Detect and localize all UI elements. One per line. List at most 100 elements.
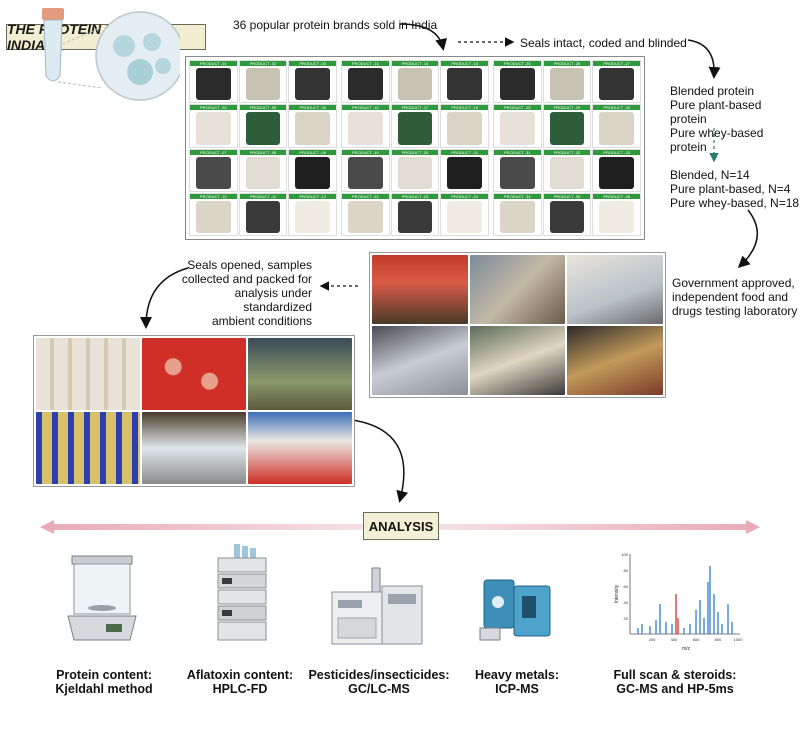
spectrum-ytick: 60 bbox=[624, 584, 629, 589]
product-cell: PRODUCT -06 bbox=[288, 104, 337, 148]
photo-yellow-rack bbox=[36, 412, 140, 484]
sample-photos bbox=[33, 335, 355, 487]
product-label: PRODUCT -26 bbox=[543, 61, 591, 66]
photo-beakers bbox=[142, 412, 246, 484]
method-full-scan: Full scan & steroids:GC-MS and HP-5ms bbox=[613, 668, 737, 696]
photo-sample-tubes bbox=[36, 338, 140, 410]
product-label: PRODUCT -34 bbox=[494, 193, 541, 199]
opened-label: Seals opened, samples collected and pack… bbox=[181, 258, 312, 328]
product-cell: PRODUCT -14 bbox=[390, 60, 440, 104]
product-cell: PRODUCT -31 bbox=[493, 148, 542, 192]
product-cell: PRODUCT -35 bbox=[542, 192, 592, 236]
photo-red-caps bbox=[142, 338, 246, 410]
product-label: PRODUCT -02 bbox=[239, 61, 287, 66]
method-pesticides: Pesticides/insecticides:GC/LC-MS bbox=[308, 668, 450, 696]
icpms-icon bbox=[479, 579, 551, 641]
product-label: PRODUCT -17 bbox=[391, 105, 439, 111]
product-cell: PRODUCT -02 bbox=[238, 60, 288, 104]
product-cell: PRODUCT -09 bbox=[288, 148, 337, 192]
product-cell: PRODUCT -24 bbox=[440, 192, 489, 236]
product-jar bbox=[245, 156, 281, 189]
product-jar bbox=[447, 68, 482, 101]
arrow-to-categories bbox=[687, 39, 721, 79]
photo-scoop bbox=[372, 326, 468, 395]
photo-analyst bbox=[469, 255, 566, 324]
particle bbox=[127, 59, 153, 85]
spectrum-xlabel: m/z bbox=[682, 646, 691, 652]
product-jar bbox=[447, 200, 482, 233]
product-label: PRODUCT -05 bbox=[239, 105, 287, 111]
product-label: PRODUCT -22 bbox=[342, 193, 389, 199]
product-jar bbox=[245, 200, 281, 233]
product-cell: PRODUCT -17 bbox=[390, 104, 440, 148]
product-jar bbox=[549, 68, 585, 101]
product-cell: PRODUCT -34 bbox=[493, 192, 542, 236]
product-jar bbox=[599, 156, 634, 189]
product-label: PRODUCT -11 bbox=[239, 193, 287, 199]
product-jar bbox=[196, 112, 231, 145]
balance-icon bbox=[67, 555, 137, 641]
product-jar bbox=[397, 156, 433, 189]
product-cell: PRODUCT -07 bbox=[189, 148, 238, 192]
product-jar bbox=[599, 112, 634, 145]
product-jar bbox=[295, 68, 330, 101]
count-whey: Pure whey-based, N=18 bbox=[670, 196, 800, 210]
product-label: PRODUCT -13 bbox=[342, 61, 389, 66]
count-plant: Pure plant-based, N=4 bbox=[670, 182, 791, 196]
product-cell: PRODUCT -22 bbox=[341, 192, 390, 236]
product-label: PRODUCT -21 bbox=[441, 149, 488, 155]
product-jar bbox=[397, 112, 433, 145]
product-label: PRODUCT -24 bbox=[441, 193, 488, 199]
product-label: PRODUCT -28 bbox=[494, 105, 541, 111]
product-cell: PRODUCT -11 bbox=[238, 192, 288, 236]
product-cell: PRODUCT -30 bbox=[592, 104, 641, 148]
photo-pouch bbox=[567, 326, 663, 395]
lab-photos bbox=[369, 252, 666, 398]
product-label: PRODUCT -15 bbox=[441, 61, 488, 66]
product-cell: PRODUCT -26 bbox=[542, 60, 592, 104]
product-label: PRODUCT -04 bbox=[190, 105, 237, 111]
photo-jars bbox=[372, 255, 468, 324]
magnifier-circle bbox=[95, 11, 180, 101]
spectrum-ytick: 80 bbox=[624, 568, 629, 573]
arrow-brands-to-grid bbox=[399, 23, 448, 51]
product-label: PRODUCT -19 bbox=[342, 149, 389, 155]
product-jar bbox=[348, 68, 383, 101]
flow-arrows bbox=[140, 23, 759, 503]
arrow-to-lab bbox=[737, 209, 759, 269]
product-label: PRODUCT -30 bbox=[593, 105, 640, 111]
product-label: PRODUCT -29 bbox=[543, 105, 591, 111]
product-jar bbox=[549, 112, 585, 145]
spectrum-xtick: 800 bbox=[715, 637, 722, 642]
tube-cap bbox=[42, 8, 64, 20]
product-jar bbox=[500, 156, 535, 189]
spectrum-xtick: 400 bbox=[671, 637, 678, 642]
product-label: PRODUCT -09 bbox=[289, 149, 336, 155]
product-label: PRODUCT -20 bbox=[391, 149, 439, 155]
lab-illustration bbox=[42, 8, 180, 101]
product-cell: PRODUCT -27 bbox=[592, 60, 641, 104]
category-whey: Pure whey-based protein bbox=[670, 126, 764, 154]
product-jar bbox=[245, 68, 281, 101]
gcms-icon bbox=[331, 567, 423, 645]
product-jar bbox=[196, 156, 231, 189]
product-cell: PRODUCT -20 bbox=[390, 148, 440, 192]
method-heavy-metals: Heavy metals:ICP-MS bbox=[474, 668, 560, 696]
particle bbox=[155, 58, 171, 74]
spectrum-ytick: 40 bbox=[624, 600, 629, 605]
count-list: Blended, N=14 Pure plant-based, N=4 Pure… bbox=[670, 168, 799, 210]
product-jar bbox=[447, 112, 482, 145]
photo-sample-cup bbox=[469, 326, 566, 395]
product-label: PRODUCT -27 bbox=[593, 61, 640, 66]
product-cell: PRODUCT -28 bbox=[493, 104, 542, 148]
product-jar bbox=[599, 200, 634, 233]
arrow-to-samples bbox=[140, 267, 189, 329]
product-jar bbox=[397, 68, 433, 101]
product-label: PRODUCT -07 bbox=[190, 149, 237, 155]
product-label: PRODUCT -33 bbox=[593, 149, 640, 155]
spectrum-ytick: 20 bbox=[624, 616, 629, 621]
product-jar bbox=[245, 112, 281, 145]
product-cell: PRODUCT -05 bbox=[238, 104, 288, 148]
